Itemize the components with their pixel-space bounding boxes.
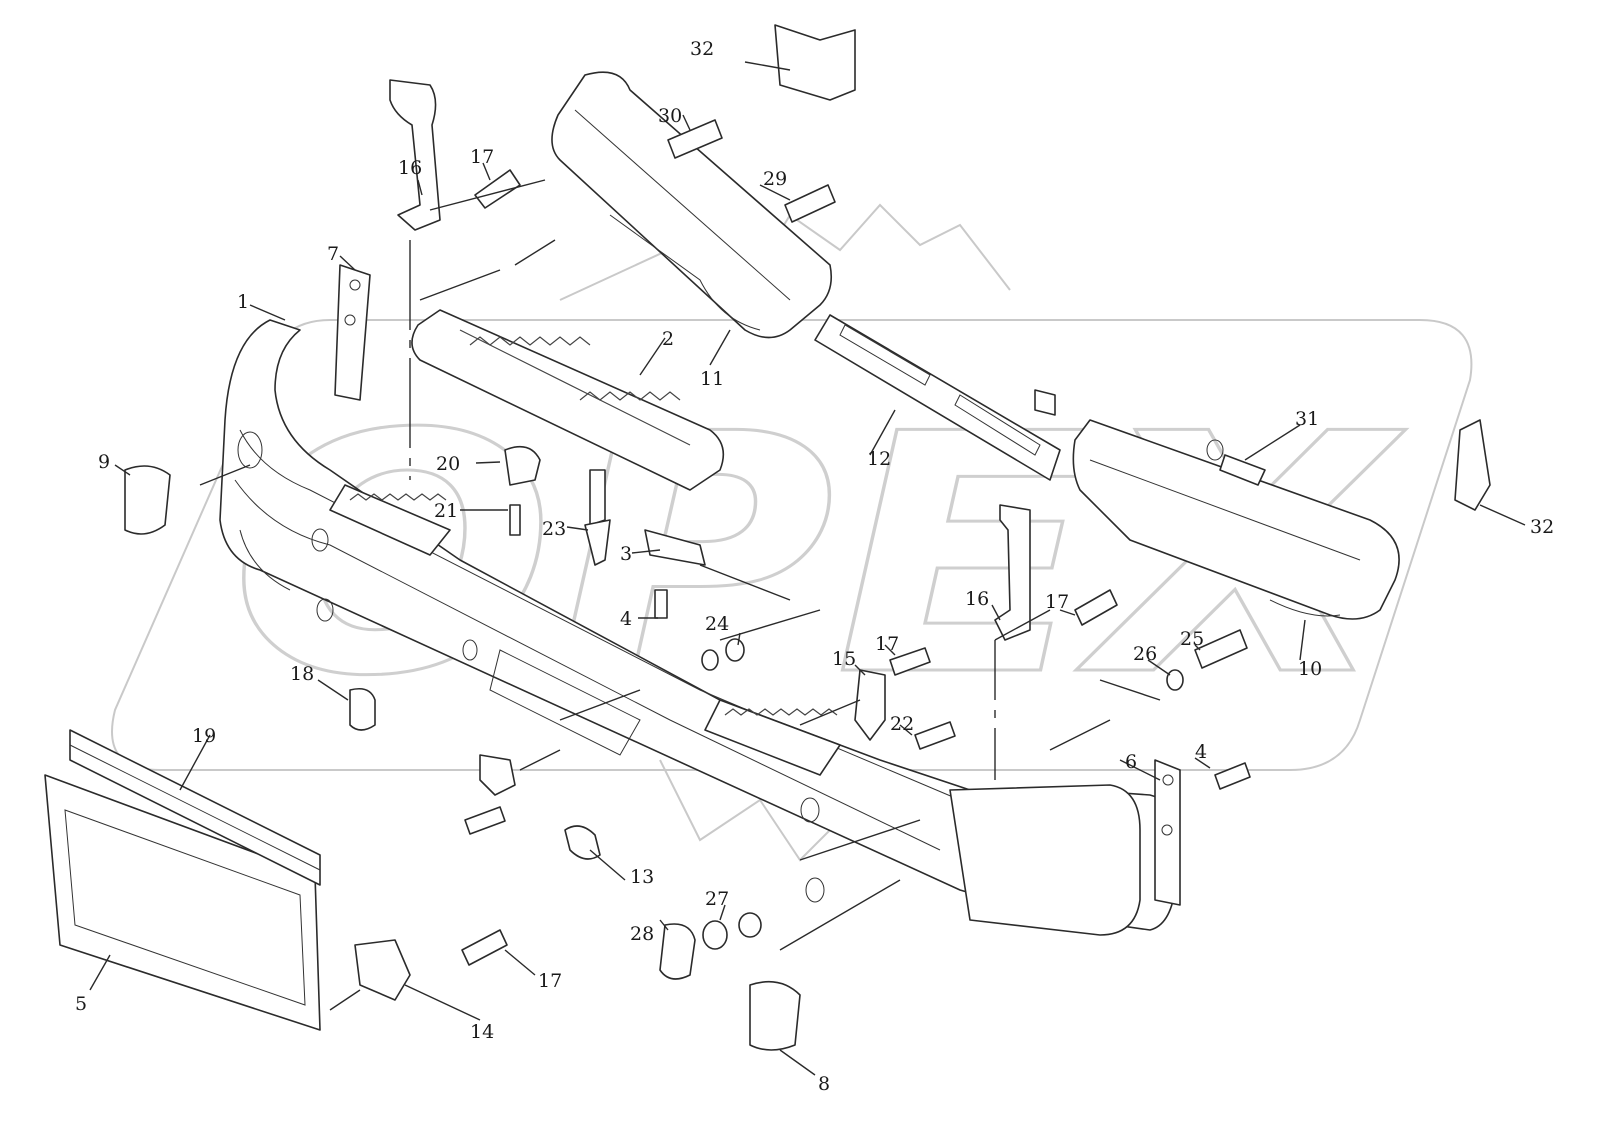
cap-8 (749, 980, 801, 1051)
callout-numbers: 1 2 3 4 4 5 6 7 8 9 10 11 12 13 14 15 16… (75, 38, 1554, 1095)
bracket-15 (854, 669, 886, 741)
callout-31: 31 (1295, 408, 1319, 430)
callout-15: 15 (832, 648, 856, 670)
callout-21: 21 (434, 500, 458, 522)
clamp-22 (479, 754, 516, 796)
hook-23 (584, 469, 611, 566)
callout-20: 20 (436, 453, 460, 475)
washer-26 (1166, 669, 1184, 691)
bumper-step-right (704, 699, 841, 776)
bracket-32-top (774, 24, 856, 101)
upper-bumper-11 (551, 71, 833, 339)
callout-3: 3 (620, 543, 632, 565)
callout-17a: 17 (470, 146, 494, 168)
callout-7: 7 (327, 243, 339, 265)
callout-30: 30 (658, 105, 682, 127)
callout-16a: 16 (398, 157, 422, 179)
callout-28: 28 (630, 923, 654, 945)
bumper-step-left (329, 484, 451, 556)
callout-8: 8 (818, 1073, 830, 1095)
callout-17c: 17 (875, 633, 899, 655)
callout-27: 27 (705, 888, 729, 910)
right-bumper-corner (949, 784, 1141, 936)
bolts (461, 119, 1266, 966)
nut-28 (659, 923, 696, 980)
bracket-32-right (1454, 419, 1491, 511)
strip-19 (69, 729, 321, 886)
callout-17d: 17 (538, 970, 562, 992)
callout-13: 13 (630, 866, 654, 888)
cap-9 (124, 465, 171, 535)
callout-29: 29 (763, 168, 787, 190)
block-14 (354, 939, 411, 1001)
nut-27 (702, 912, 762, 950)
washer-24 (701, 638, 745, 671)
callout-10: 10 (1298, 658, 1322, 680)
bracket-16-left (389, 79, 441, 231)
right-bumper-end-10 (1072, 419, 1400, 620)
step-part-2 (411, 309, 725, 491)
callout-24: 24 (705, 613, 729, 635)
bracket-7 (334, 264, 371, 401)
bracket-16-right (994, 504, 1031, 641)
callout-18: 18 (290, 663, 314, 685)
panel-5 (44, 774, 321, 1031)
callout-23: 23 (542, 518, 566, 540)
callout-11: 11 (700, 368, 724, 390)
assembly-lines (199, 179, 1161, 1011)
callout-32b: 32 (1530, 516, 1554, 538)
plate-3 (644, 529, 706, 566)
callout-2: 2 (662, 328, 674, 350)
bush-18 (349, 687, 376, 731)
callout-14: 14 (470, 1021, 494, 1043)
bar-12 (814, 314, 1061, 481)
leader-lines (89, 61, 1526, 1076)
callout-22: 22 (890, 713, 914, 735)
callout-1: 1 (237, 291, 249, 313)
callout-26: 26 (1133, 643, 1157, 665)
callout-19: 19 (192, 725, 216, 747)
callout-25: 25 (1180, 628, 1204, 650)
bracket-6 (1154, 759, 1181, 906)
callout-12: 12 (867, 448, 891, 470)
callout-6: 6 (1125, 751, 1137, 773)
callout-4b: 4 (1195, 741, 1207, 763)
callout-32a: 32 (690, 38, 714, 60)
callout-17b: 17 (1045, 591, 1069, 613)
callout-9: 9 (98, 451, 110, 473)
callout-4a: 4 (620, 608, 632, 630)
bracket-20 (504, 445, 541, 486)
callout-16b: 16 (965, 588, 989, 610)
callout-5: 5 (75, 993, 87, 1015)
